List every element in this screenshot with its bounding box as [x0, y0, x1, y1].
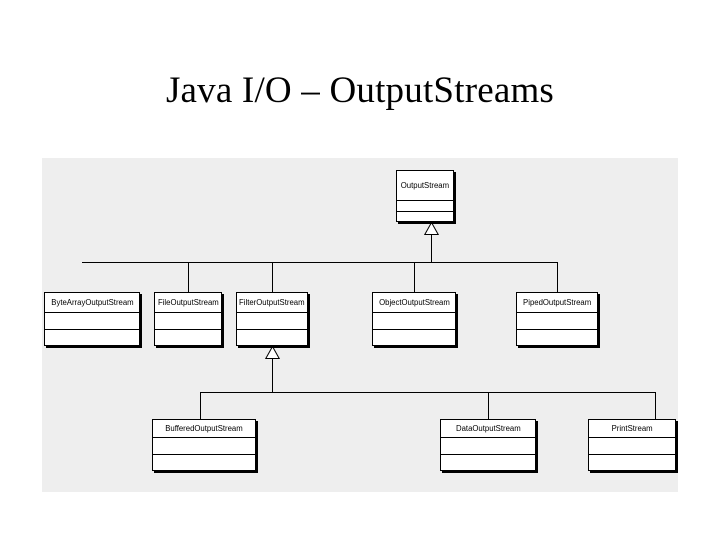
- uml-class-bytearrayoutputstream[interactable]: ByteArrayOutputStream: [44, 292, 140, 346]
- uml-name-compartment: FilterOutputStream: [237, 293, 307, 313]
- uml-name-compartment: BufferedOutputStream: [153, 420, 255, 438]
- page-title: Java I/O – OutputStreams: [165, 70, 555, 111]
- generalization-arrow-filteroutputstream: [265, 346, 280, 359]
- uml-operations-compartment: [441, 455, 535, 471]
- uml-operations-compartment: [373, 330, 455, 346]
- connector-drop-bufferedoutputstream: [200, 392, 201, 419]
- uml-attributes-compartment: [155, 313, 221, 330]
- connector-filter-stem: [272, 358, 273, 392]
- generalization-arrow-outputstream: [424, 222, 439, 235]
- connector-bus-level1: [82, 262, 557, 263]
- connector-drop-printstream: [655, 392, 656, 419]
- uml-attributes-compartment: [237, 313, 307, 330]
- uml-class-name: FilterOutputStream: [239, 298, 305, 307]
- uml-name-compartment: OutputStream: [397, 171, 453, 201]
- uml-class-name: PipedOutputStream: [522, 298, 592, 307]
- connector-root-stem: [431, 234, 432, 262]
- uml-class-fileoutputstream[interactable]: FileOutputStream: [154, 292, 222, 346]
- uml-attributes-compartment: [373, 313, 455, 330]
- uml-operations-compartment: [589, 455, 675, 471]
- uml-operations-compartment: [397, 212, 453, 222]
- connector-drop-fileoutputstream: [188, 262, 189, 292]
- uml-class-name: DataOutputStream: [455, 424, 521, 433]
- uml-attributes-compartment: [397, 201, 453, 212]
- uml-class-name: ObjectOutputStream: [378, 298, 450, 307]
- uml-name-compartment: ObjectOutputStream: [373, 293, 455, 313]
- uml-attributes-compartment: [45, 313, 139, 330]
- uml-class-name: ByteArrayOutputStream: [50, 298, 134, 307]
- uml-name-compartment: PipedOutputStream: [517, 293, 597, 313]
- uml-class-name: BufferedOutputStream: [165, 424, 243, 433]
- uml-diagram-panel: OutputStream ByteArrayOutputStream FileO…: [42, 158, 678, 492]
- uml-class-filteroutputstream[interactable]: FilterOutputStream: [236, 292, 308, 346]
- uml-operations-compartment: [153, 455, 255, 471]
- uml-attributes-compartment: [589, 438, 675, 455]
- uml-operations-compartment: [45, 330, 139, 346]
- uml-class-bufferedoutputstream[interactable]: BufferedOutputStream: [152, 419, 256, 471]
- uml-attributes-compartment: [153, 438, 255, 455]
- connector-bus-level2: [200, 392, 656, 393]
- uml-name-compartment: PrintStream: [589, 420, 675, 438]
- uml-class-pipedoutputstream[interactable]: PipedOutputStream: [516, 292, 598, 346]
- uml-class-objectoutputstream[interactable]: ObjectOutputStream: [372, 292, 456, 346]
- uml-class-name: FileOutputStream: [157, 298, 219, 307]
- uml-class-outputstream[interactable]: OutputStream: [396, 170, 454, 222]
- uml-name-compartment: FileOutputStream: [155, 293, 221, 313]
- uml-operations-compartment: [237, 330, 307, 346]
- uml-class-dataoutputstream[interactable]: DataOutputStream: [440, 419, 536, 471]
- uml-attributes-compartment: [517, 313, 597, 330]
- uml-class-printstream[interactable]: PrintStream: [588, 419, 676, 471]
- uml-operations-compartment: [517, 330, 597, 346]
- connector-drop-filteroutputstream: [272, 262, 273, 292]
- uml-name-compartment: DataOutputStream: [441, 420, 535, 438]
- uml-name-compartment: ByteArrayOutputStream: [45, 293, 139, 313]
- uml-class-name: PrintStream: [611, 424, 653, 433]
- uml-class-name: OutputStream: [400, 181, 450, 190]
- uml-attributes-compartment: [441, 438, 535, 455]
- uml-operations-compartment: [155, 330, 221, 346]
- connector-drop-dataoutputstream: [488, 392, 489, 419]
- connector-drop-pipedoutputstream: [557, 262, 558, 292]
- connector-drop-objectoutputstream: [414, 262, 415, 292]
